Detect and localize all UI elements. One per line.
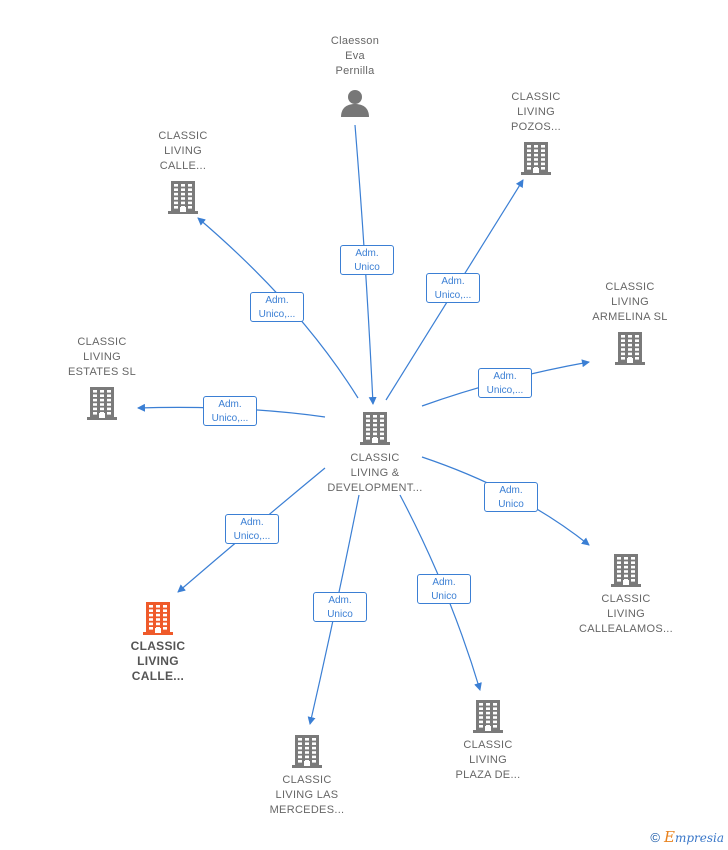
- node-label: CLASSIC LIVING POZOS...: [471, 90, 601, 135]
- node-label-line: CLASSIC: [511, 91, 561, 103]
- node-label-line: LIVING: [164, 145, 202, 157]
- node-label-line: CLASSIC: [463, 739, 513, 751]
- edge-label-estates[interactable]: Adm. Unico,...: [203, 396, 257, 426]
- node-icon-wrap: [473, 699, 503, 733]
- edge-label-line: Unico,...: [486, 385, 524, 396]
- edge-label-calle-red[interactable]: Adm. Unico,...: [225, 514, 279, 544]
- edge-label-mercedes[interactable]: Adm. Unico: [313, 592, 367, 622]
- node-label-line: LIVING &: [350, 467, 400, 479]
- node-label-line: LIVING: [137, 654, 179, 668]
- building-icon: [615, 332, 645, 365]
- edge-label-line: Adm.: [218, 399, 242, 410]
- node-label-line: POZOS...: [510, 121, 562, 133]
- node-label-line: CALLEALAMOS...: [578, 623, 674, 635]
- building-icon: [611, 554, 641, 587]
- copyright-symbol: ©: [650, 830, 660, 845]
- node-label-line: LIVING LAS: [275, 789, 339, 801]
- node-icon-wrap: [521, 141, 551, 175]
- edge-label-line: Unico: [327, 609, 353, 620]
- node-label: CLASSIC LIVING PLAZA DE...: [423, 738, 553, 783]
- node-label-line: DEVELOPMENT...: [327, 482, 423, 494]
- edge-label-armelina[interactable]: Adm. Unico,...: [478, 368, 532, 398]
- edge-label-line: Unico,...: [233, 531, 271, 542]
- building-icon: [87, 387, 117, 420]
- node-icon-wrap: [360, 411, 390, 445]
- edge-label-line: Adm.: [493, 371, 517, 382]
- node-label-line: LIVING: [517, 106, 555, 118]
- building-icon: [292, 735, 322, 768]
- edge-label-line: Unico: [354, 262, 380, 273]
- node-icon-wrap: [615, 331, 645, 365]
- edge-label-line: Adm.: [328, 595, 352, 606]
- node-icon-wrap: [168, 180, 198, 214]
- node-label-line: LIVING: [83, 351, 121, 363]
- node-label-line: ARMELINA SL: [592, 311, 668, 323]
- building-icon: [168, 181, 198, 214]
- building-icon: [143, 602, 173, 635]
- edge-label-pozos[interactable]: Adm. Unico,...: [426, 273, 480, 303]
- edge-label-line: Adm.: [355, 248, 379, 259]
- node-label: CLASSIC LIVING ARMELINA SL: [565, 280, 695, 325]
- node-label-line: CLASSIC: [350, 452, 400, 464]
- edge-label-line: Adm.: [432, 577, 456, 588]
- node-label-line: CLASSIC: [605, 281, 655, 293]
- node-label-line: LIVING: [469, 754, 507, 766]
- edge-label-callealamos[interactable]: Adm. Unico: [484, 482, 538, 512]
- node-label: CLASSIC LIVING LAS MERCEDES...: [242, 773, 372, 818]
- edge-label-line: Adm.: [499, 485, 523, 496]
- edge-label-line: Unico,...: [258, 309, 296, 320]
- edge-label-line: Adm.: [441, 276, 465, 287]
- node-icon-wrap: [340, 88, 370, 118]
- building-icon: [521, 142, 551, 175]
- brand-name: Empresia: [663, 828, 724, 846]
- node-label-line: LIVING: [611, 296, 649, 308]
- node-label-line: CLASSIC: [158, 130, 208, 142]
- node-label-line: Eva: [345, 50, 365, 62]
- node-label-line: CLASSIC: [77, 336, 127, 348]
- node-label-line: CLASSIC: [130, 639, 186, 653]
- edge-label-center[interactable]: Adm. Unico: [340, 245, 394, 275]
- edge-label-line: Adm.: [265, 295, 289, 306]
- node-label: CLASSIC LIVING CALLE...: [118, 129, 248, 174]
- node-label-line: MERCEDES...: [269, 804, 345, 816]
- person-icon: [341, 90, 369, 117]
- edge-label-line: Unico: [498, 499, 524, 510]
- building-icon: [473, 700, 503, 733]
- node-label-line: Claesson: [330, 35, 380, 47]
- node-label-line: CLASSIC: [282, 774, 332, 786]
- node-label-line: LIVING: [607, 608, 645, 620]
- node-label-line: CALLE...: [131, 669, 185, 683]
- credit: ©Empresia: [650, 828, 724, 846]
- node-label-line: CALLE...: [159, 160, 207, 172]
- node-label: CLASSIC LIVING & DEVELOPMENT...: [310, 451, 440, 496]
- node-label-line: Pernilla: [335, 65, 375, 77]
- node-label: CLASSIC LIVING ESTATES SL: [37, 335, 167, 380]
- building-icon: [360, 412, 390, 445]
- edge-label-plaza[interactable]: Adm. Unico: [417, 574, 471, 604]
- node-label-line: ESTATES SL: [67, 366, 136, 378]
- edge-label-calle-top[interactable]: Adm. Unico,...: [250, 292, 304, 322]
- edge-label-line: Unico: [431, 591, 457, 602]
- node-label-line: CLASSIC: [601, 593, 651, 605]
- node-icon-wrap: [611, 553, 641, 587]
- node-icon-wrap: [292, 734, 322, 768]
- node-icon-wrap: [87, 386, 117, 420]
- edge-label-line: Unico,...: [211, 413, 249, 424]
- node-label-line: PLAZA DE...: [455, 769, 521, 781]
- edge-label-line: Adm.: [240, 517, 264, 528]
- node-label: CLASSIC LIVING CALLEALAMOS...: [561, 592, 691, 637]
- edge-label-line: Unico,...: [434, 290, 472, 301]
- node-icon-wrap: [143, 601, 173, 635]
